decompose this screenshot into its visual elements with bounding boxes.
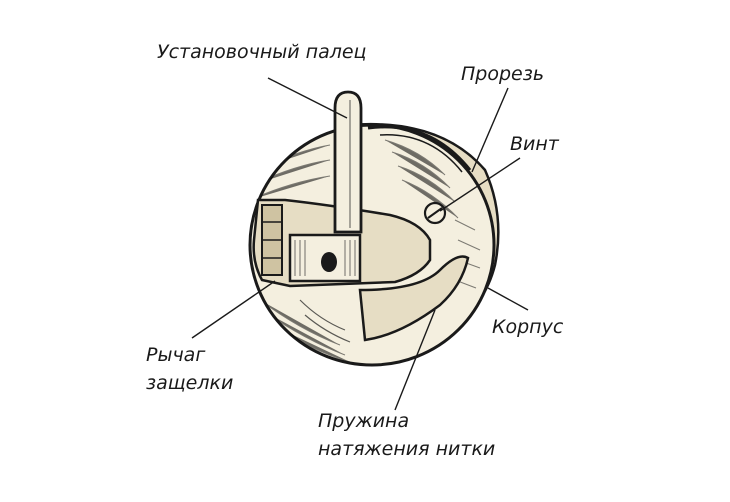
leader-body [487, 287, 529, 311]
leader-spring [394, 309, 436, 411]
body-hatching [250, 139, 481, 363]
label-slot: Прорезь [461, 63, 545, 85]
bottom-spiral [299, 299, 351, 343]
leader-lines [191, 77, 529, 411]
label-latch-lever-line2: защелки [146, 372, 234, 394]
case-slot [367, 125, 472, 171]
leader-latch [191, 280, 276, 339]
leader-screw [439, 157, 521, 212]
positioning-pin [333, 90, 363, 234]
latch-window [288, 233, 362, 283]
label-body: Корпус [492, 316, 564, 338]
label-tension-spring-line1: Пружина [318, 410, 410, 432]
leader-slot [471, 87, 509, 173]
label-tension-spring-line2: натяжения нитки [318, 438, 496, 460]
screw [423, 201, 447, 225]
tension-spring [358, 255, 470, 342]
label-positioning-pin: Установочный палец [157, 41, 367, 63]
label-latch-lever-line1: Рычаг [146, 344, 206, 366]
label-screw: Винт [510, 133, 559, 155]
leader-pin [267, 77, 348, 119]
